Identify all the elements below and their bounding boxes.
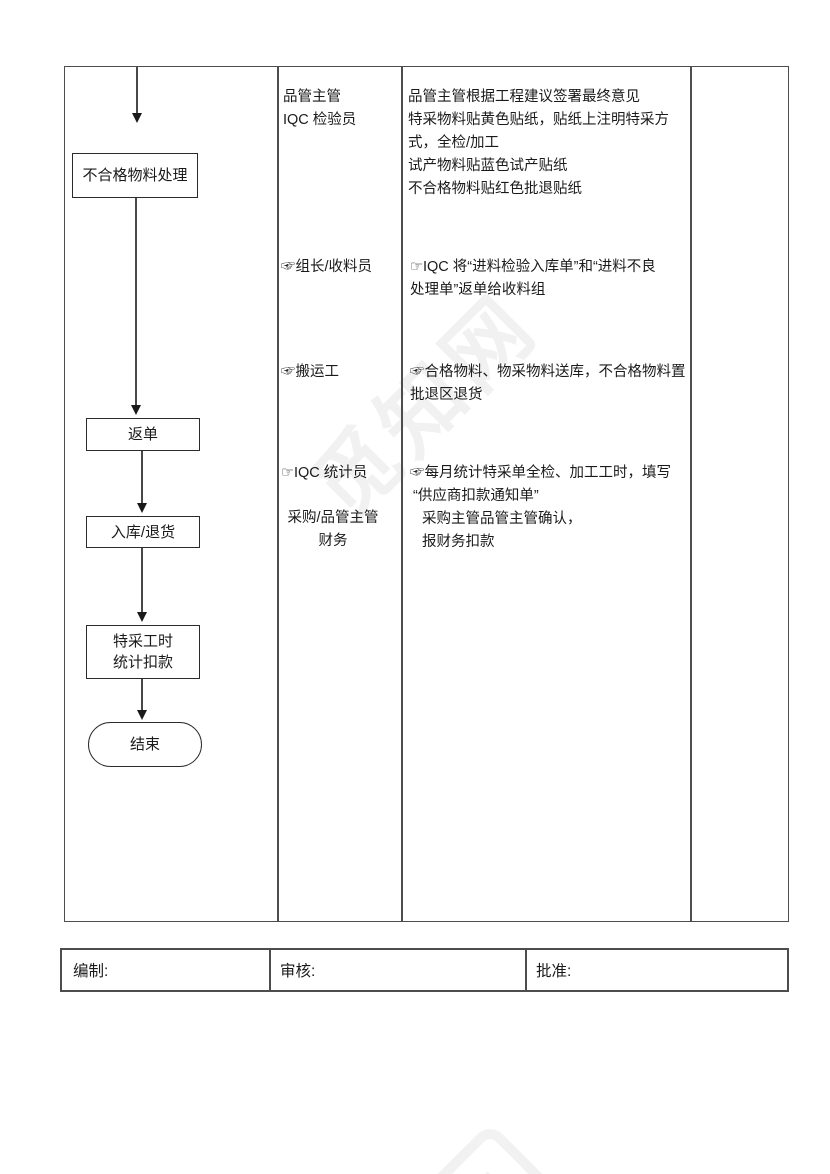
role-line: IQC 检验员 [283,112,357,128]
desc-line: ☞IQC 将“进料检验入库单”和“进料不良 [410,259,656,275]
role-line: 采购/品管主管 [287,510,379,526]
role-line: ☞组长/收料员 [281,259,373,275]
flow-step-nonconforming-material: 不合格物料处理 [72,153,198,198]
flow-step-label: 返单 [127,426,158,443]
row2-description: ☞IQC 将“进料检验入库单”和“进料不良 处理单”返单给收料组 [410,256,656,302]
watermark-logo-char: 觅 [421,1146,560,1174]
desc-line: ☞合格物料、物采物料送库，不合格物料置 [410,364,686,380]
row2-roles: ☞组长/收料员 [281,256,372,279]
desc-line: 处理单”返单给收料组 [410,282,546,298]
desc-line: 报财务扣款 [422,534,495,550]
reviewed-by-label: 审核: [280,963,316,980]
desc-line: 不合格物料贴红色批退贴纸 [408,181,582,197]
column-divider-role-desc [401,67,403,921]
desc-line: 品管主管根据工程建议签署最终意见 [408,89,640,105]
column-divider-desc-note [690,67,692,921]
row3-description: ☞合格物料、物采物料送库，不合格物料置 批退区退货 [410,361,686,407]
desc-line: 式，全检/加工 [408,135,500,151]
flow-step-label: 不合格物料处理 [82,167,188,184]
role-line: ☞搬运工 [281,364,339,380]
flow-step-warehouse-or-return: 入库/退货 [86,516,200,548]
desc-line: 特采物料贴黄色贴纸，贴纸上注明特采方 [408,112,669,128]
desc-line: 采购主管品管主管确认， [422,511,582,527]
flow-step-label: 入库/退货 [110,523,176,541]
prepared-by-label: 编制: [73,963,109,980]
row4-roles: ☞IQC 统计员 [281,462,367,485]
role-line: ☞IQC 统计员 [281,465,368,481]
role-line: 财务 [318,533,348,549]
desc-line: ☞每月统计特采单全检、加工工时，填写 [410,465,671,481]
flow-step-label: 统计扣款 [112,654,173,671]
row4-description: ☞每月统计特采单全检、加工工时，填写 “供应商扣款通知单” 采购主管品管主管确认… [410,462,671,554]
reviewed-by-cell: 审核: [269,950,525,990]
process-table [64,66,789,922]
column-divider-flow-role [277,67,279,921]
flow-step-label: 结束 [129,736,160,753]
flow-step-return-order: 返单 [86,418,200,451]
prepared-by-cell: 编制: [62,950,269,990]
desc-line: 试产物料贴蓝色试产贴纸 [408,158,568,174]
flow-step-label: 特采工时 [112,633,173,650]
role-line: 品管主管 [283,89,341,105]
row1-roles: 品管主管 IQC 检验员 [283,86,356,132]
approved-by-cell: 批准: [525,950,791,990]
flow-step-special-hours-deduction: 特采工时 统计扣款 [86,625,200,679]
row4-roles-extra: 采购/品管主管 财务 [272,507,394,553]
signoff-table: 编制: 审核: 批准: [60,948,789,992]
row1-description: 品管主管根据工程建议签署最终意见 特采物料贴黄色贴纸，贴纸上注明特采方 式，全检… [408,86,669,201]
desc-line: 批退区退货 [410,387,483,403]
signoff-divider-2 [525,950,527,990]
flow-terminator-end: 结束 [88,722,202,767]
row3-roles: ☞搬运工 [281,361,339,384]
approved-by-label: 批准: [536,963,572,980]
signoff-divider-1 [269,950,271,990]
watermark-logo: 觅 [396,1121,584,1174]
desc-line: “供应商扣款通知单” [413,488,539,504]
